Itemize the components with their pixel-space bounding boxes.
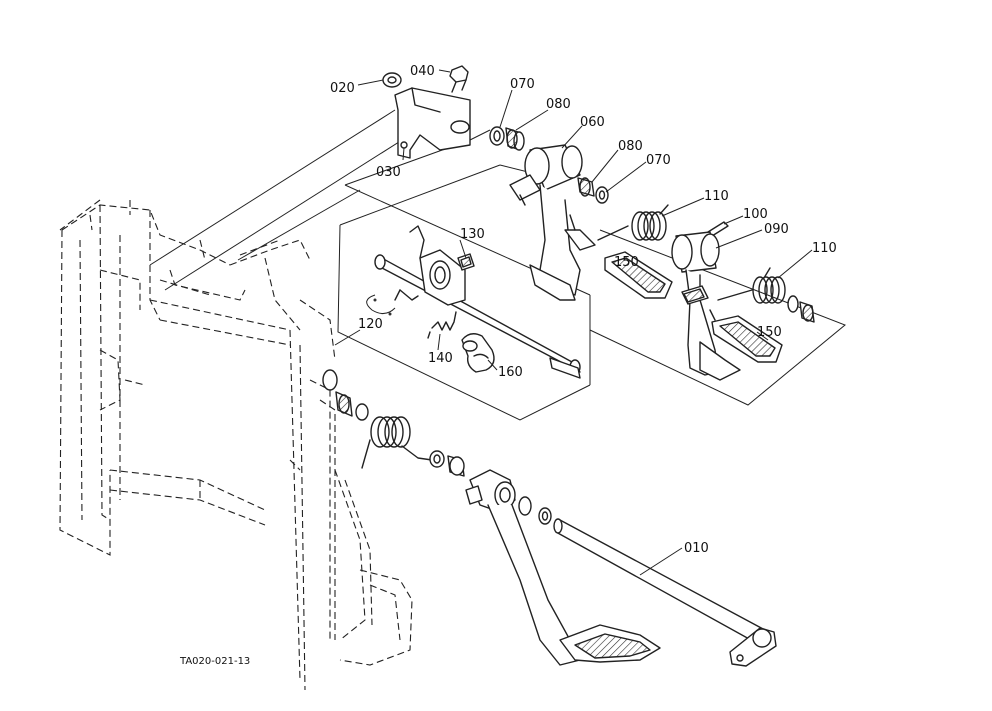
label-140: 140	[428, 351, 453, 366]
label-120: 120	[358, 317, 383, 332]
part-160-boot	[461, 333, 495, 373]
sub-assembly-frame	[334, 164, 846, 421]
part-080-bearing-b	[577, 177, 595, 197]
part-080-bearing-a	[505, 127, 525, 151]
label-030: 030	[376, 165, 401, 180]
label-010: 010	[684, 541, 709, 556]
part-110-spring-b	[717, 267, 786, 304]
label-040: 040	[410, 64, 435, 79]
part-140-spring	[427, 311, 457, 339]
part-110-spring-a	[597, 204, 669, 241]
part-150-pad-b	[711, 315, 783, 363]
label-150-a: 150	[614, 255, 639, 270]
part-070-ring-b	[595, 186, 609, 204]
part-060-pedal-arm	[509, 144, 596, 301]
lower-hub-rings	[322, 369, 369, 421]
label-130: 130	[460, 227, 485, 242]
part-030-bracket	[394, 87, 471, 159]
lower-spring	[361, 416, 433, 469]
label-020: 020	[330, 81, 355, 96]
part-130-bracket	[394, 225, 475, 306]
label-150-b: 150	[757, 325, 782, 340]
label-060: 060	[580, 115, 605, 130]
chassis-frame	[59, 199, 413, 691]
part-070-ring-a	[489, 126, 505, 146]
label-110-b: 110	[812, 241, 837, 256]
part-010-shaft	[553, 518, 777, 667]
label-080-a: 080	[546, 97, 571, 112]
label-080-b: 080	[618, 139, 643, 154]
label-160: 160	[498, 365, 523, 380]
small-rings-right	[787, 295, 815, 323]
part-040-bolt	[449, 65, 469, 93]
lower-rings-mid	[429, 450, 465, 477]
drawing-code: TA020-021-13	[179, 656, 250, 667]
part-020-collar	[382, 72, 402, 88]
part-120-clip	[366, 294, 396, 316]
lower-rings-right	[518, 496, 552, 525]
label-090: 090	[764, 222, 789, 237]
label-070-a: 070	[510, 77, 535, 92]
lower-pedal-arm	[465, 469, 661, 666]
part-labels: 020 040 030 070 080 060 080 070 110 100 …	[179, 64, 837, 667]
label-070-b: 070	[646, 153, 671, 168]
part-090-pedal-arm	[671, 231, 741, 381]
leader-lines	[357, 69, 813, 576]
label-110-a: 110	[704, 189, 729, 204]
label-100: 100	[743, 207, 768, 222]
